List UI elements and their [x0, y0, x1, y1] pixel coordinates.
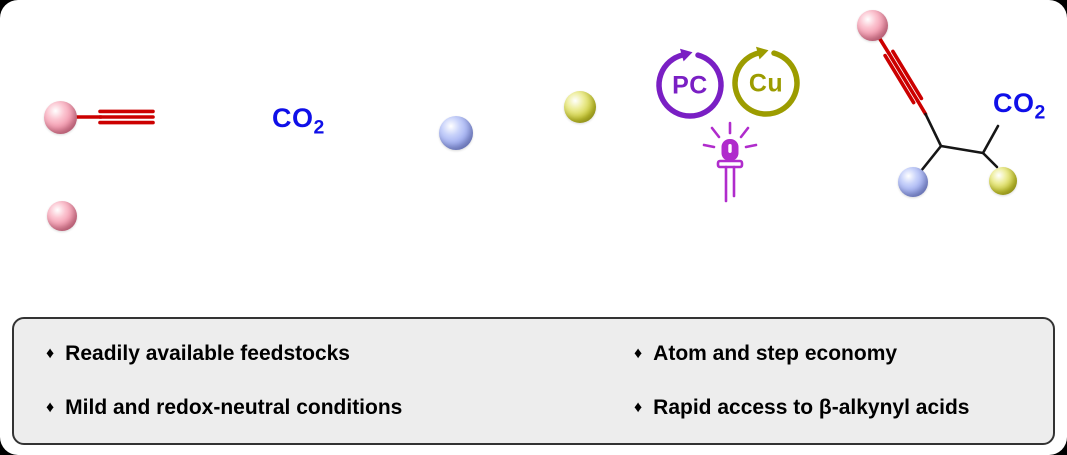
- diamond-bullet-icon: ♦: [634, 345, 643, 362]
- reaction-scheme: CO2 CO2 PC Cu: [44, 10, 1046, 231]
- co2-product-label: CO2: [993, 88, 1046, 124]
- highlights-box: ♦ Readily available feedstocks ♦ Atom an…: [12, 317, 1055, 445]
- led-lamp-icon: [702, 121, 758, 203]
- co2-text: CO: [272, 103, 314, 133]
- scheme-drawing: [75, 37, 1000, 203]
- copper-catalyst-label: Cu: [748, 69, 784, 98]
- highlight-text: Rapid access to β-alkynyl acids: [653, 396, 970, 419]
- co2-reagent-label: CO2: [272, 103, 325, 139]
- diamond-bullet-icon: ♦: [634, 399, 643, 416]
- diamond-bullet-icon: ♦: [46, 399, 55, 416]
- highlight-text: Readily available feedstocks: [65, 342, 350, 365]
- highlight-access: ♦ Rapid access to β-alkynyl acids: [634, 396, 1053, 420]
- cu-cycle-arrow-icon: [732, 46, 800, 117]
- co2-subscript: 2: [1034, 101, 1046, 124]
- product-pink-sphere: [857, 10, 888, 41]
- product-blue-sphere: [898, 167, 928, 197]
- pc-cycle-arrow-icon: [656, 48, 724, 119]
- highlight-text: Mild and redox-neutral conditions: [65, 396, 403, 419]
- product-alkyne-bonds: [878, 37, 928, 116]
- alkyne-reagent-bonds: [75, 109, 155, 125]
- product-skeleton-bonds: [915, 112, 1000, 178]
- blue-reagent-sphere: [439, 116, 473, 150]
- co2-subscript: 2: [313, 116, 325, 139]
- pink-reagent-sphere: [47, 201, 77, 231]
- product-yellow-sphere: [989, 167, 1017, 195]
- photocatalyst-label: PC: [672, 71, 708, 100]
- highlight-conditions: ♦ Mild and redox-neutral conditions: [46, 396, 634, 420]
- diamond-bullet-icon: ♦: [46, 345, 55, 362]
- co2-text: CO: [993, 88, 1035, 118]
- highlight-feedstocks: ♦ Readily available feedstocks: [46, 342, 634, 366]
- highlight-text: Atom and step economy: [653, 342, 898, 365]
- highlight-economy: ♦ Atom and step economy: [634, 342, 1053, 366]
- alkyne-substituent-sphere: [44, 101, 77, 134]
- yellow-reagent-sphere: [564, 91, 596, 123]
